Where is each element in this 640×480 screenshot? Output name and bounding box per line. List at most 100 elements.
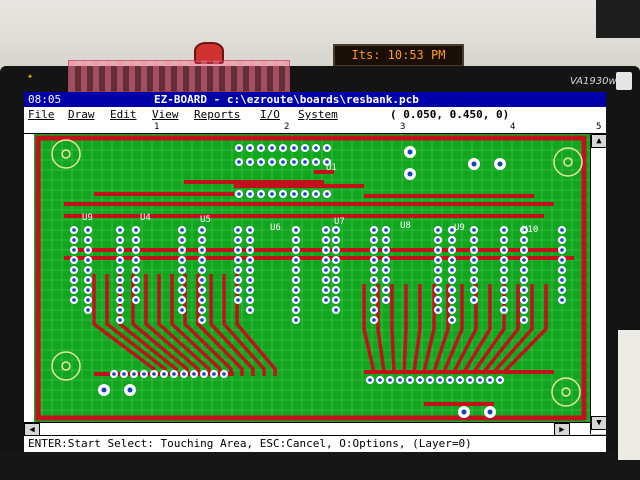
vertical-scrollbar[interactable]: ▲ ▼ — [590, 134, 606, 434]
ruler-tick-label: 1 — [154, 122, 160, 132]
large-pad-hole — [487, 409, 493, 415]
pad-hole — [236, 278, 240, 282]
pad-hole — [384, 268, 388, 272]
pad-hole — [200, 288, 204, 292]
pad-hole — [450, 318, 454, 322]
app-titlebar: 08:05 EZ-BOARD - c:\ezroute\boards\resba… — [24, 92, 606, 107]
large-pad-hole — [461, 409, 467, 415]
pad-hole — [502, 288, 506, 292]
pad-hole — [281, 160, 285, 164]
pad-hole — [324, 288, 328, 292]
trace — [412, 284, 422, 373]
mounting-hole — [551, 377, 581, 407]
pad-hole — [118, 248, 122, 252]
pad-hole — [122, 372, 126, 376]
pad-hole — [436, 228, 440, 232]
scroll-left-button[interactable]: ◀ — [24, 423, 40, 437]
pad-hole — [180, 268, 184, 272]
pad-hole — [118, 228, 122, 232]
menu-view[interactable]: View — [152, 108, 179, 121]
pad-hole — [248, 248, 252, 252]
pad-hole — [436, 298, 440, 302]
pad-hole — [472, 248, 476, 252]
pad-hole — [172, 372, 176, 376]
pad-hole — [324, 258, 328, 262]
pad-hole — [502, 228, 506, 232]
trace — [144, 274, 200, 376]
menu-io[interactable]: I/O — [260, 108, 280, 121]
pad-hole — [502, 278, 506, 282]
pad-hole — [200, 248, 204, 252]
pad-hole — [334, 308, 338, 312]
pad-hole — [334, 288, 338, 292]
pad-hole — [281, 192, 285, 196]
horizontal-scrollbar[interactable]: ◀ ▶ — [24, 422, 590, 437]
pad-hole — [134, 278, 138, 282]
pad-hole — [248, 228, 252, 232]
ruler-tick-label: 2 — [284, 122, 290, 132]
pad-hole — [372, 268, 376, 272]
pad-hole — [522, 228, 526, 232]
pad-hole — [325, 192, 329, 196]
pad-hole — [324, 248, 328, 252]
component-label: U10 — [522, 225, 538, 235]
pad-hole — [200, 298, 204, 302]
pad-hole — [200, 268, 204, 272]
monitor-bottom-bezel — [0, 452, 640, 480]
screen: 08:05 EZ-BOARD - c:\ezroute\boards\resba… — [24, 92, 606, 474]
trace — [376, 284, 386, 373]
menu-edit[interactable]: Edit — [110, 108, 137, 121]
pad-hole — [522, 238, 526, 242]
trace — [502, 284, 548, 374]
pad-hole — [72, 238, 76, 242]
trace — [170, 274, 222, 376]
pad-hole — [248, 298, 252, 302]
menu-system[interactable]: System — [298, 108, 338, 121]
monitor-logo-icon: ✦ — [27, 71, 34, 82]
pad-hole — [72, 258, 76, 262]
pad-hole — [270, 146, 274, 150]
pad-hole — [180, 258, 184, 262]
scroll-down-button[interactable]: ▼ — [591, 416, 606, 430]
trace — [422, 284, 436, 373]
pad-hole — [324, 278, 328, 282]
large-pad-hole — [407, 149, 413, 155]
pad-hole — [314, 160, 318, 164]
pad-hole — [72, 248, 76, 252]
pad-hole — [436, 248, 440, 252]
mounting-hole — [51, 139, 81, 169]
menu-file[interactable]: File — [28, 108, 55, 121]
menu-reports[interactable]: Reports — [194, 108, 241, 121]
mounting-hole-center — [561, 387, 571, 397]
pad-hole — [468, 378, 472, 382]
background-cabinet — [596, 0, 640, 38]
pad-hole — [450, 278, 454, 282]
pad-hole — [560, 258, 564, 262]
large-pad-hole — [471, 161, 477, 167]
menu-draw[interactable]: Draw — [68, 108, 95, 121]
pad-hole — [237, 160, 241, 164]
pad-hole — [325, 160, 329, 164]
large-pad-hole — [101, 387, 107, 393]
pad-hole — [236, 228, 240, 232]
pad-hole — [398, 378, 402, 382]
scroll-up-button[interactable]: ▲ — [591, 134, 606, 148]
pad-hole — [118, 298, 122, 302]
pad-hole — [152, 372, 156, 376]
pad-hole — [450, 238, 454, 242]
pad-hole — [458, 378, 462, 382]
mounting-hole-center — [61, 361, 71, 371]
pad-hole — [334, 238, 338, 242]
pad-hole — [86, 278, 90, 282]
pad-hole — [522, 298, 526, 302]
pad-hole — [384, 288, 388, 292]
pad-hole — [248, 288, 252, 292]
pad-hole — [292, 160, 296, 164]
menu-bar: File Draw Edit View Reports I/O System (… — [24, 107, 606, 122]
pad-hole — [314, 146, 318, 150]
pad-hole — [248, 258, 252, 262]
pad-hole — [200, 278, 204, 282]
pad-hole — [472, 268, 476, 272]
